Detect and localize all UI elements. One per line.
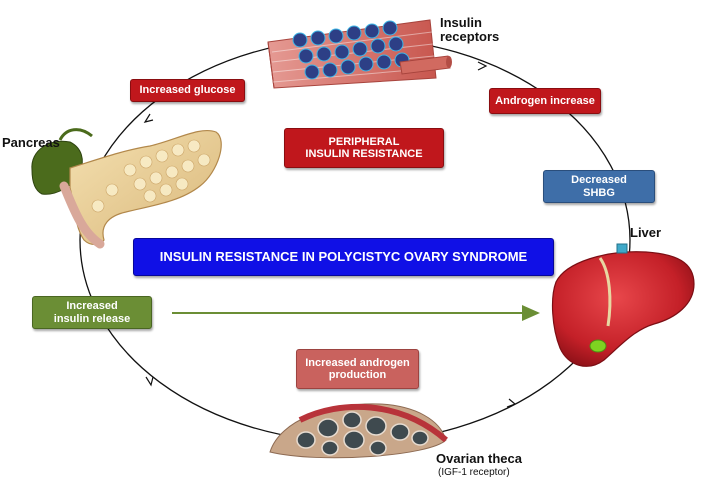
page-title-box: INSULIN RESISTANCE IN POLYCISTYC OVARY S… xyxy=(133,238,554,276)
androgen-increase-box: Androgen increase xyxy=(489,88,601,114)
ovarian-theca-sublabel: (IGF-1 receptor) xyxy=(438,467,510,478)
increased-androgen-production-box: Increased androgen production xyxy=(296,349,419,389)
cycle-arrowhead xyxy=(506,398,517,408)
insulin-receptors-label: Insulin receptors xyxy=(440,15,500,45)
pancreas-illustration xyxy=(31,128,222,249)
ovary-illustration xyxy=(269,403,448,459)
muscle-fibers-illustration xyxy=(267,19,452,89)
liver-illustration xyxy=(551,243,695,367)
cycle-arrowhead xyxy=(145,376,154,387)
ovarian-theca-label: Ovarian theca xyxy=(436,451,522,466)
cycle-arrowhead xyxy=(477,61,488,71)
increased-glucose-box: Increased glucose xyxy=(130,79,245,102)
cycle-arrowhead xyxy=(143,113,154,123)
decreased-shbg-box: Decreased SHBG xyxy=(543,170,655,203)
increased-insulin-release-box: Increased insulin release xyxy=(32,296,152,329)
peripheral-insulin-resistance-box: PERIPHERAL INSULIN RESISTANCE xyxy=(284,128,444,168)
pancreas-label: Pancreas xyxy=(2,135,60,150)
liver-label: Liver xyxy=(630,225,662,240)
